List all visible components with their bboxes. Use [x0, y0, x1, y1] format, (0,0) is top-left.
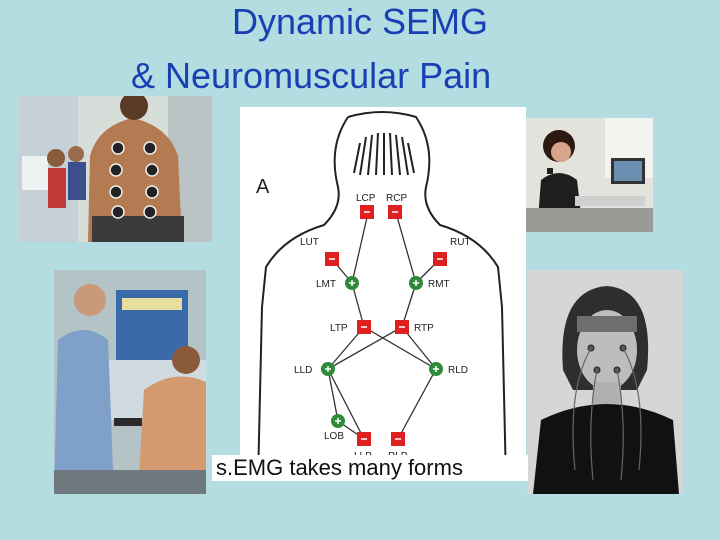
- electrode-label: RUT: [450, 237, 471, 248]
- slide-caption: s.EMG takes many forms: [212, 455, 528, 481]
- title-line-1: Dynamic SEMG: [232, 1, 489, 42]
- electrode-label: RMT: [428, 279, 450, 290]
- electrode-label: LUT: [300, 237, 319, 248]
- photo-office-worker: [515, 118, 653, 232]
- panel-label: A: [256, 176, 270, 198]
- electrode-placement-diagram: A LCP RCP LUT: [240, 107, 526, 482]
- title-line-2: & Neuromuscular Pain: [131, 55, 492, 96]
- electrode-rcp: RCP: [386, 193, 407, 219]
- electrode-lob: LOB: [324, 414, 345, 442]
- electrode-label: LLD: [294, 365, 312, 376]
- electrode-label: LOB: [324, 431, 344, 442]
- electrode-label: RLD: [448, 365, 468, 376]
- electrode-label: LCP: [356, 193, 376, 204]
- electrode-lcp: LCP: [356, 193, 376, 219]
- electrode-rut: RUT: [433, 237, 471, 266]
- photo-facial-electrodes: [527, 270, 683, 494]
- electrode-lut: LUT: [300, 237, 339, 266]
- slide-title: Dynamic SEMG & Neuromuscular Pain: [0, 0, 720, 100]
- electrode-label: RTP: [414, 323, 434, 334]
- photo-back-electrodes: [18, 96, 212, 242]
- electrode-label: LTP: [330, 323, 348, 334]
- photo-clinician-scan: [54, 270, 206, 494]
- electrode-label: LMT: [316, 279, 336, 290]
- electrode-label: RCP: [386, 193, 407, 204]
